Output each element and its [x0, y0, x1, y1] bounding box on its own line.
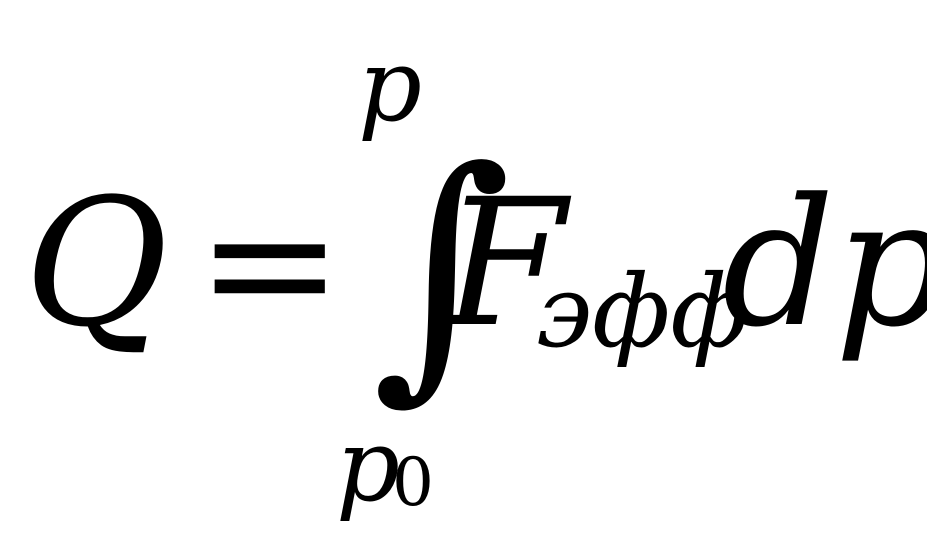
lhs-variable: Q [24, 161, 169, 366]
equals-sign: = [196, 161, 344, 366]
integrand-variable: F [444, 161, 567, 366]
lower-limit-subscript: 0 [392, 444, 434, 521]
integral-sign: ∫ [372, 114, 512, 426]
differential: dp [722, 161, 927, 366]
lower-limit: p [336, 407, 401, 524]
upper-limit: p [358, 27, 423, 144]
integrand-subscript: эфф [536, 253, 749, 370]
